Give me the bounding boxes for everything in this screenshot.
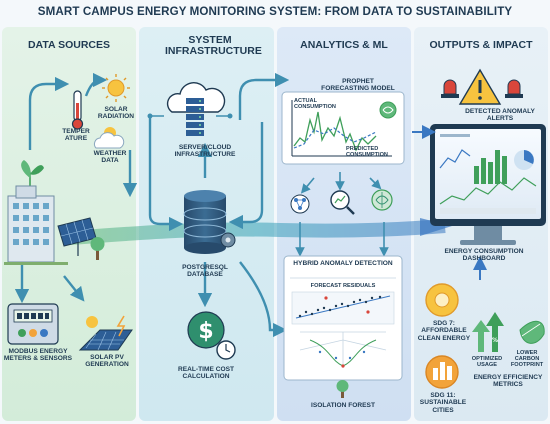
dashboard-monitor [430,124,546,245]
label-predicted: PREDICTED CONSUMPTION [346,146,388,159]
label-sdg7: SDG 7: AFFORDABLE CLEAN ENERGY [417,320,471,342]
label-modbus: MODBUS ENERGY METERS & SENSORS [3,348,73,363]
leaf-icon [519,320,545,344]
label-cost: REAL-TIME COST CALCULATION [177,366,235,381]
page-title: SMART CAMPUS ENERGY MONITORING SYSTEM: F… [37,5,513,18]
cloud-server-icon [147,82,233,136]
sdg11-icon [425,355,459,389]
label-isolation: ISOLATION FOREST [311,402,375,409]
ml-network-icon [290,194,310,214]
label-dashboard: ENERGY CONSUMPTION DASHBOARD [444,248,524,263]
label-efficiency: ENERGY EFFICIENCY METRICS [473,374,543,389]
label-actual: ACTUAL CONSUMPTION [294,98,336,111]
header-system-infrastructure: SYSTEM INFRASTRUCTURE [165,34,262,57]
efficiency-arrows-icon: % [472,312,504,352]
clock-icon [216,340,236,360]
alert-siren-icon [441,79,459,98]
label-solar-radiation: SOLAR RADIATION [97,106,135,121]
isolation-tree-icon [336,380,349,398]
anomaly-detection-card [283,255,403,381]
thermometer-icon [71,90,84,130]
svg-text:%: % [492,337,498,344]
solar-panel-icon [57,217,97,256]
data-source-arrows [14,72,108,304]
tree-icon [90,237,105,260]
header-analytics: ANALYTICS & ML [300,39,388,51]
prophet-chart-card [281,91,405,165]
label-alerts: DETECTED ANOMALY ALERTS [465,108,535,123]
label-optimized: OPTIMIZED USAGE [471,356,503,369]
database-icon [183,190,236,254]
warning-triangle-icon [458,68,502,105]
label-hybrid: HYBRID ANOMALY DETECTION [293,260,393,267]
campus-building-icon [4,185,68,265]
label-temperature: TEMPER ATURE [62,128,90,143]
label-server: SERVER/CLOUD INFRASTRUCTURE [174,144,236,159]
output-arrows [412,125,487,280]
label-carbon: LOWER CARBON FOOTPRINT [510,350,544,369]
label-database: POSTGRESQL DATABASE [182,264,228,279]
dollar-icon: $ [187,311,225,349]
sun-icon [102,74,130,102]
weather-cloud-icon [93,127,125,149]
sdg7-icon [425,283,459,317]
label-sdg11: SDG 11: SUSTAINABLE CITIES [419,392,467,414]
energy-meter-icon [7,303,59,345]
infrastructure-arrows [122,72,290,338]
label-residuals: FORECAST RESIDUALS [310,283,376,289]
label-prophet: PROPHET FORECASTING MODEL [321,78,395,93]
ai-brain-icon [371,189,393,211]
alert-beacon-icon [505,79,523,98]
ml-connector-arrows [295,172,389,257]
label-weather-data: WEATHER DATA [93,150,127,165]
solar-pv-array-icon [78,315,133,351]
header-data-sources: DATA SOURCES [27,39,111,51]
svg-text:$: $ [198,319,213,344]
magnifier-chart-icon [330,190,355,215]
main-flow-band [69,218,452,245]
label-solar-pv: SOLAR PV GENERATION [85,354,129,369]
header-outputs: OUTPUTS & IMPACT [429,39,533,51]
